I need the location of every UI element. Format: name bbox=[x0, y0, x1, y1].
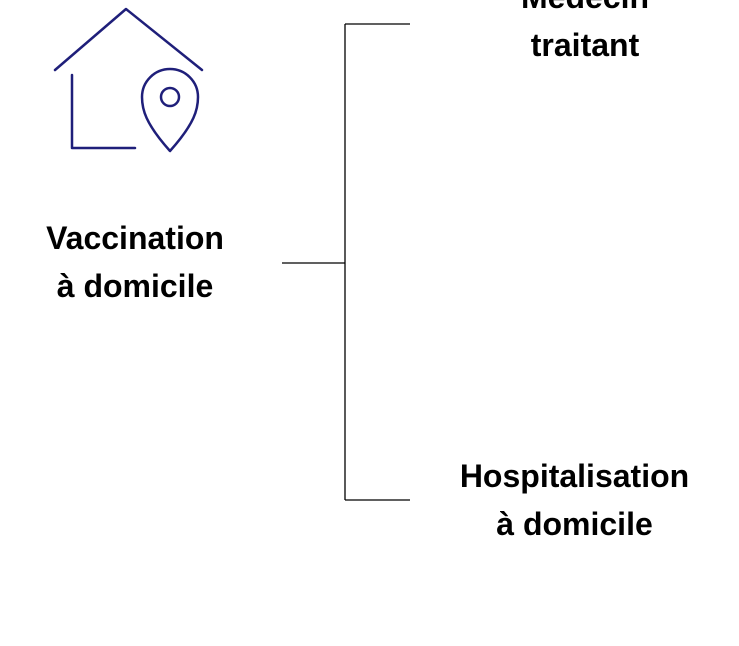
child-top-line2: traitant bbox=[530, 27, 640, 63]
root-node-vaccination-a-domicile: Vaccination à domicile bbox=[10, 214, 260, 310]
child-node-medecin-traitant: Médecin traitant bbox=[430, 0, 739, 69]
child-bottom-line2: à domicile bbox=[496, 506, 653, 542]
child-node-hospitalisation-a-domicile: Hospitalisation à domicile bbox=[410, 452, 739, 548]
child-top-line1: Médecin bbox=[430, 0, 739, 21]
child-bottom-line1: Hospitalisation bbox=[459, 458, 690, 494]
root-label-line2: à domicile bbox=[56, 268, 214, 304]
root-label-line1: Vaccination bbox=[46, 220, 224, 256]
home-location-icon bbox=[53, 7, 204, 153]
